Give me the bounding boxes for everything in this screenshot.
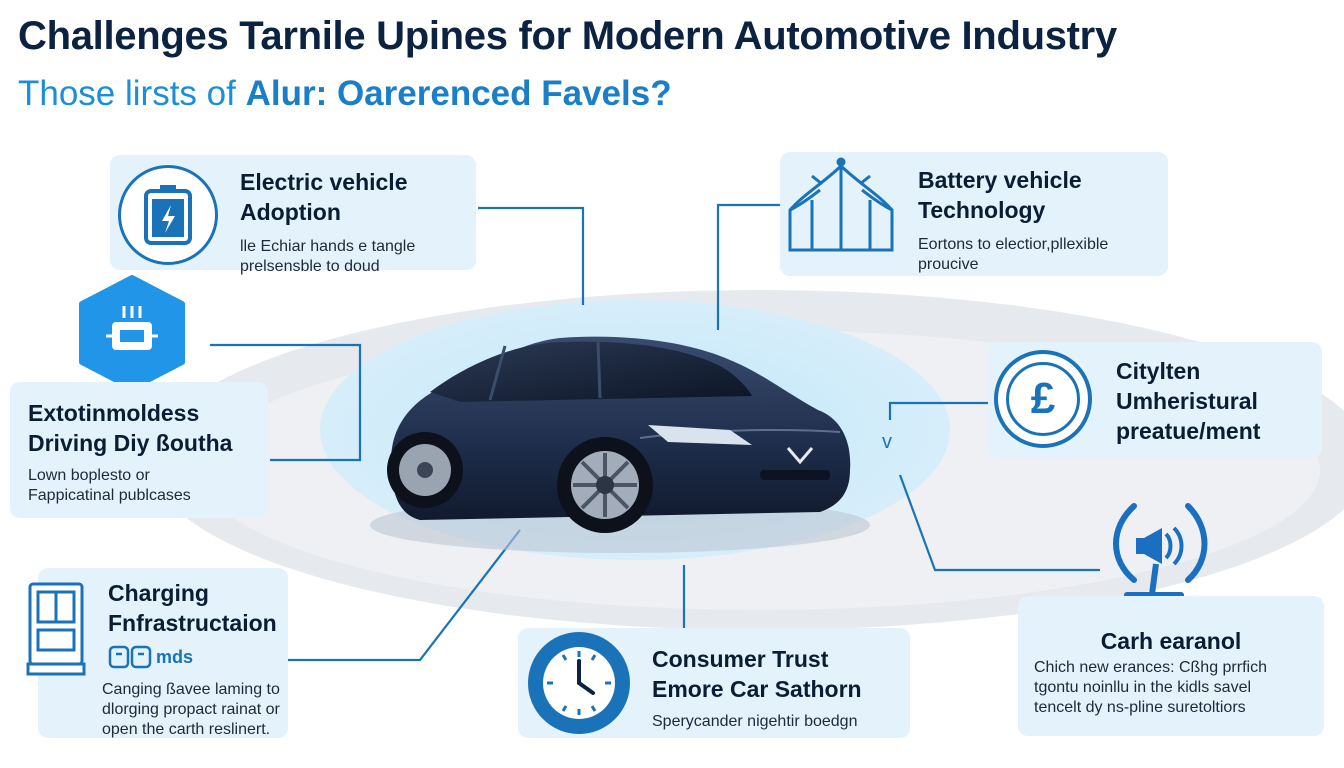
carh-desc-1: Chich new erances: Cßhg prrfich bbox=[1034, 659, 1267, 676]
battery-icon bbox=[118, 165, 218, 265]
charging-desc-2: dlorging propact rainat or bbox=[102, 701, 280, 718]
card-battery-technology[interactable]: Battery vehicle Technology Eortons to el… bbox=[780, 152, 1168, 276]
charging-desc-3: open the carth reslinert. bbox=[102, 721, 271, 738]
charging-heading-2: Fnfrastructaion bbox=[108, 610, 277, 636]
battery-heading-2: Technology bbox=[918, 197, 1046, 223]
battery-desc-2: proucive bbox=[918, 256, 979, 273]
ev-desc-2: prelsensble to doud bbox=[240, 258, 380, 275]
battery-heading-1: Battery vehicle bbox=[918, 167, 1082, 193]
city-heading-2: Umheristural bbox=[1116, 388, 1258, 414]
carh-desc-3: tencelt dy ns-pline suretoltiors bbox=[1034, 699, 1246, 716]
autonomous-desc-1: Lown boplesto or bbox=[28, 467, 150, 484]
connector-battery bbox=[716, 203, 780, 330]
trust-heading-1: Consumer Trust bbox=[652, 646, 829, 672]
tent-icon bbox=[782, 154, 900, 254]
pound-badge-icon: £ bbox=[994, 350, 1092, 448]
connector-carh bbox=[898, 474, 1100, 572]
ev-desc-1: lle Echiar hands e tangle bbox=[240, 238, 416, 255]
charging-tag: mds bbox=[156, 646, 194, 667]
carh-heading-1: Carh earanol bbox=[1100, 628, 1242, 654]
car-windows bbox=[430, 341, 752, 402]
station-icon bbox=[26, 580, 102, 680]
card-autonomous-driving[interactable]: Extotinmoldess Driving Diy ßoutha Lown b… bbox=[10, 382, 268, 518]
car-illustration: v bbox=[370, 336, 892, 553]
car-wheel-front bbox=[557, 437, 653, 533]
connector-city bbox=[888, 401, 990, 420]
page-title: Challenges Tarnile Upines for Modern Aut… bbox=[18, 14, 1117, 58]
charging-desc-1: Canging ßavee laming to bbox=[102, 681, 280, 698]
autonomous-heading-1: Extotinmoldess bbox=[28, 400, 200, 426]
trust-heading-2: Emore Car Sathorn bbox=[652, 676, 862, 702]
car-logo bbox=[786, 447, 814, 465]
trust-desc-1: Sperycander nigehtir boedgn bbox=[652, 713, 858, 730]
card-charging-infrastructure[interactable]: Charging Fnfrastructaion mds Canging ßav… bbox=[26, 568, 288, 738]
card-carh-earanol[interactable]: Carh earanol Chich new erances: Cßhg prr… bbox=[1018, 596, 1324, 736]
car-headlight bbox=[648, 425, 752, 445]
battery-desc-1: Eortons to electior,pllexible bbox=[918, 236, 1109, 253]
speaker-icon bbox=[1100, 494, 1220, 606]
ev-heading-1: Electric vehicle bbox=[240, 169, 408, 195]
plug-icon bbox=[108, 645, 152, 669]
v-mark: v bbox=[882, 431, 892, 453]
subtitle-bold-text: Alur: Oarerenced Favels? bbox=[245, 74, 672, 113]
card-ev-adoption[interactable]: Electric vehicle Adoption lle Echiar han… bbox=[110, 155, 476, 275]
connector-ev bbox=[478, 206, 585, 305]
card-city-infrastructure[interactable]: £ Citylten Umheristural preatue/ment bbox=[988, 342, 1322, 458]
connector-autonomous bbox=[210, 343, 362, 462]
clock-icon bbox=[528, 632, 630, 734]
city-heading-3: preatue/ment bbox=[1116, 418, 1261, 444]
circuit-icon bbox=[76, 274, 188, 392]
card-consumer-trust[interactable]: Consumer Trust Emore Car Sathorn Speryca… bbox=[518, 628, 910, 738]
autonomous-heading-2: Driving Diy ßoutha bbox=[28, 430, 233, 456]
ev-heading-2: Adoption bbox=[240, 199, 341, 225]
subtitle-light-text: Those lirsts of bbox=[18, 74, 246, 113]
car-wheel-rear bbox=[387, 432, 463, 508]
autonomous-desc-2: Fappicatinal publcases bbox=[28, 487, 191, 504]
city-heading-1: Citylten bbox=[1116, 358, 1201, 384]
charging-heading-1: Charging bbox=[108, 580, 209, 606]
carh-desc-2: tgontu noinllu in the kidls savel bbox=[1034, 679, 1252, 696]
page-subtitle: Those lirsts of Alur: Oarerenced Favels? bbox=[18, 74, 672, 114]
pound-symbol: £ bbox=[1030, 374, 1056, 423]
